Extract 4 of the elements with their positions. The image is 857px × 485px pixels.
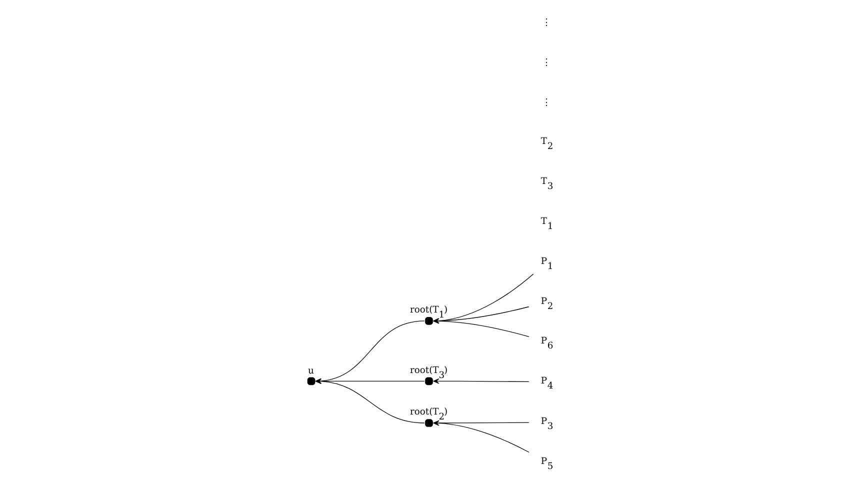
label: ⋮ bbox=[542, 58, 551, 68]
node-label: u bbox=[308, 366, 314, 376]
label: ⋮ bbox=[542, 18, 551, 28]
label: ⋮ bbox=[542, 98, 551, 108]
